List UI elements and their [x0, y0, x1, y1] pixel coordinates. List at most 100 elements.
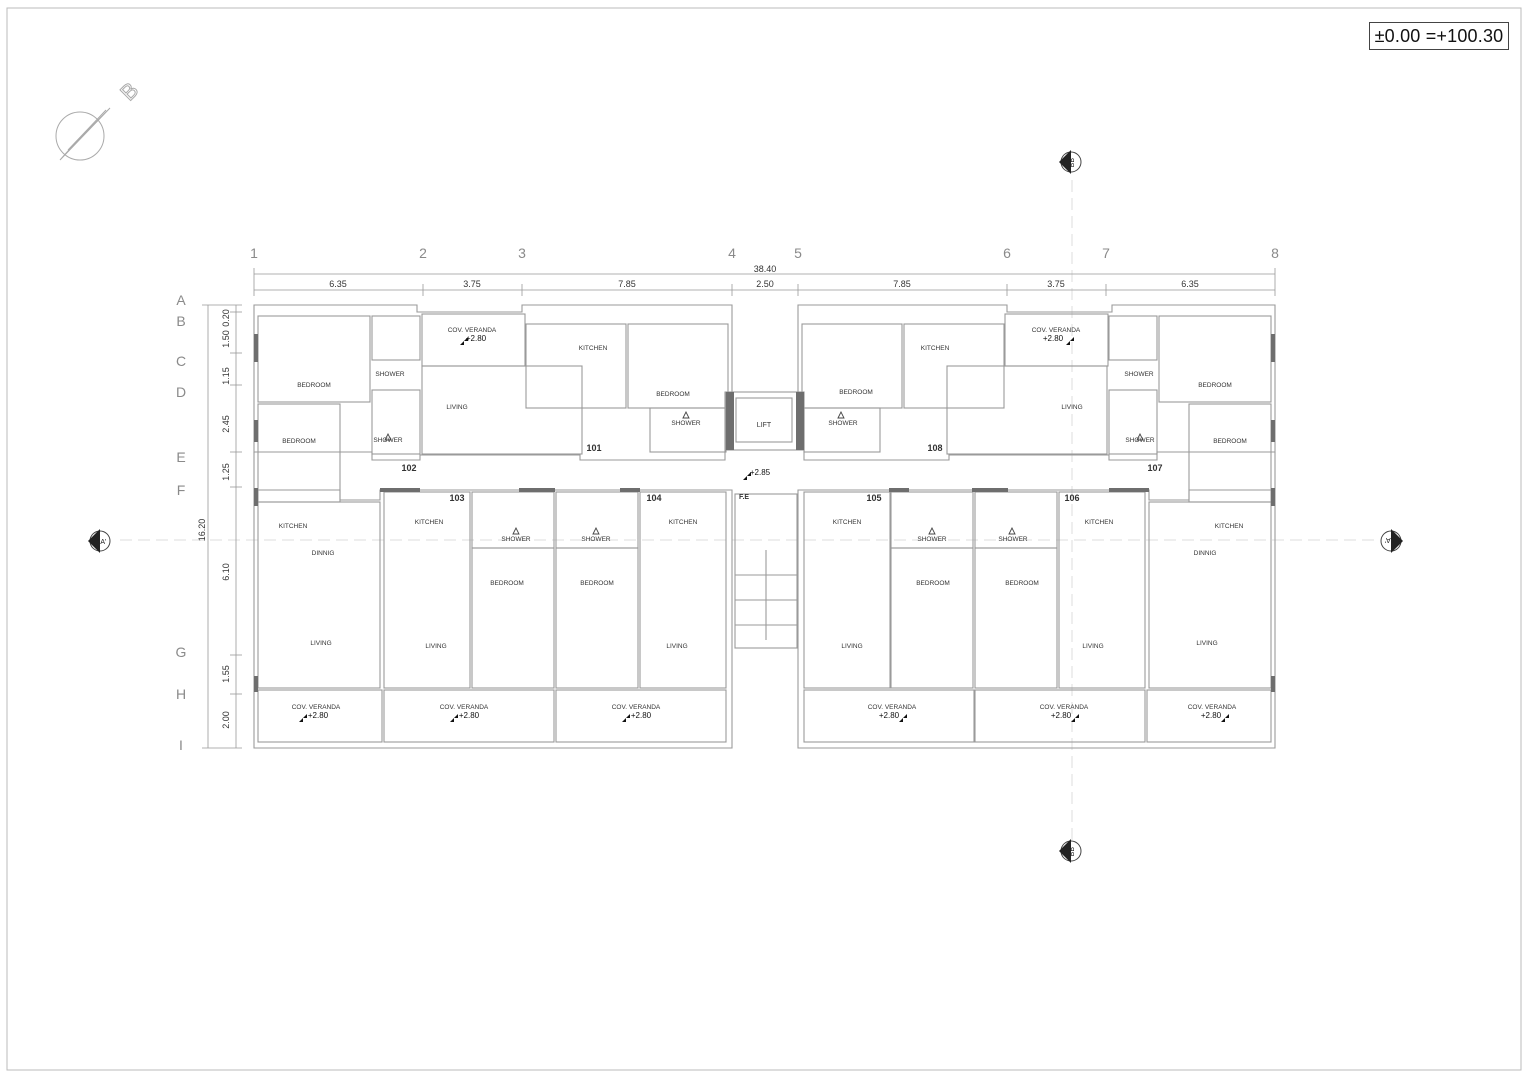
axis-row-c: C [176, 353, 186, 369]
room-label-shower-106: SHOWER [998, 536, 1028, 543]
core-level-label: +2.85 [750, 468, 771, 477]
dim-overall-width: 38.40 [754, 264, 777, 274]
room-label-bedroom-b: BEDROOM [282, 438, 316, 445]
room-label-living-106: LIVING [1082, 643, 1103, 650]
room-label-living-105: LIVING [841, 643, 862, 650]
core-labels: LIFT F.E +2.85 [739, 422, 772, 501]
room-label-living-104: LIVING [666, 643, 687, 650]
unit-107: 107 [1147, 463, 1162, 473]
room-label-shower-a: SHOWER [375, 371, 405, 378]
room-label-bedroom-a: BEDROOM [297, 382, 331, 389]
unit-103: 103 [449, 493, 464, 503]
axis-col-2: 2 [419, 245, 427, 261]
room-label-shower-105: SHOWER [917, 536, 947, 543]
room-label-veranda-104: COV. VERANDA [612, 704, 661, 711]
room-level-veranda-106: +2.80 [1051, 711, 1072, 720]
room-label-bedroom-103: BEDROOM [490, 580, 524, 587]
room-level-veranda-108: +2.80 [1043, 334, 1064, 343]
section-marker-aa-left: AA' [88, 529, 111, 553]
room-level-veranda-101: +2.80 [466, 334, 487, 343]
room-label-shower-108: SHOWER [828, 420, 858, 427]
room-label-bedroom-108: BEDROOM [839, 389, 873, 396]
axis-row-d: D [176, 384, 186, 400]
section-marker-aa-right: AA' [1380, 529, 1403, 553]
room-labels: COV. VERANDA +2.80 BEDROOM SHOWER BEDROO… [279, 327, 1247, 720]
room-label-bedroom-c: BEDROOM [1198, 382, 1232, 389]
shower-drain-icons [384, 410, 1144, 535]
section-label-bb-top: BB' [1069, 157, 1076, 168]
thick-walls [254, 334, 1275, 692]
room-label-living-108: LIVING [1061, 404, 1082, 411]
axis-col-3: 3 [518, 245, 526, 261]
dim-row-span-5: 1.25 [221, 463, 231, 481]
axis-col-6: 6 [1003, 245, 1011, 261]
unit-105: 105 [866, 493, 881, 503]
unit-106: 106 [1064, 493, 1079, 503]
unit-104: 104 [646, 493, 661, 503]
axis-col-4: 4 [728, 245, 736, 261]
room-label-living-103: LIVING [425, 643, 446, 650]
top-dimension-lines [253, 268, 1276, 296]
room-label-shower-101: SHOWER [671, 420, 701, 427]
axis-row-i: I [179, 737, 183, 753]
room-label-kitchen-104: KITCHEN [669, 519, 698, 526]
room-label-kitchen-108: KITCHEN [921, 345, 950, 352]
room-label-kitchen-101: KITCHEN [579, 345, 608, 352]
room-label-living-107: LIVING [1196, 640, 1217, 647]
axis-row-h: H [176, 686, 186, 702]
column-axis-labels: 1 2 3 4 5 6 7 8 [250, 245, 1279, 261]
row-axis-labels: A B C D E F G H I [176, 292, 187, 753]
room-label-dinnig-107: DINNIG [1194, 550, 1217, 557]
unit-108: 108 [927, 443, 942, 453]
axis-col-8: 8 [1271, 245, 1279, 261]
room-label-kitchen-105: KITCHEN [833, 519, 862, 526]
left-dimension-lines [202, 304, 242, 749]
dim-row-span-8: 2.00 [221, 711, 231, 729]
room-level-veranda-103: +2.80 [459, 711, 480, 720]
section-marker-bb-top: BB' [1059, 150, 1082, 174]
room-level-veranda-104: +2.80 [631, 711, 652, 720]
section-label-aa-right: AA' [1385, 536, 1396, 543]
room-label-veranda-105: COV. VERANDA [868, 704, 917, 711]
axis-col-1: 1 [250, 245, 258, 261]
left-dimension-text: 16.20 0.20 1.50 1.15 2.45 1.25 6.10 1.55… [197, 309, 231, 729]
room-label-living-101: LIVING [446, 404, 467, 411]
room-label-bedroom-105: BEDROOM [916, 580, 950, 587]
room-label-kitchen-102: KITCHEN [279, 523, 308, 530]
room-label-shower-d: SHOWER [1125, 437, 1155, 444]
room-label-veranda-102: COV. VERANDA [292, 704, 341, 711]
dim-row-span-2: 1.50 [221, 330, 231, 348]
axis-row-e: E [176, 449, 185, 465]
dim-row-span-1: 0.20 [221, 309, 231, 327]
dim-col-span-5: 7.85 [893, 279, 911, 289]
room-label-shower-104: SHOWER [581, 536, 611, 543]
fe-label: F.E [739, 494, 749, 501]
room-label-bedroom-d: BEDROOM [1213, 438, 1247, 445]
elevation-reference-note: ±0.00 =+100.30 [1369, 22, 1509, 50]
axis-col-5: 5 [794, 245, 802, 261]
room-label-veranda-107: COV. VERANDA [1188, 704, 1237, 711]
unit-101: 101 [586, 443, 601, 453]
room-label-bedroom-101: BEDROOM [656, 391, 690, 398]
room-label-kitchen-107: KITCHEN [1215, 523, 1244, 530]
room-label-bedroom-104: BEDROOM [580, 580, 614, 587]
dim-row-span-7: 1.55 [221, 665, 231, 683]
room-label-kitchen-103: KITCHEN [415, 519, 444, 526]
unit-102: 102 [401, 463, 416, 473]
section-label-aa-left: AA' [96, 539, 107, 546]
sheet-border [6, 7, 1522, 1071]
dim-col-span-7: 6.35 [1181, 279, 1199, 289]
room-label-veranda-103: COV. VERANDA [440, 704, 489, 711]
building-walls [253, 304, 1276, 749]
dim-col-span-1: 6.35 [329, 279, 347, 289]
dim-row-span-6: 6.10 [221, 563, 231, 581]
room-label-veranda-101: COV. VERANDA [448, 327, 497, 334]
dim-row-span-3: 1.15 [221, 367, 231, 385]
dim-col-span-3: 7.85 [618, 279, 636, 289]
room-label-veranda-108: COV. VERANDA [1032, 327, 1081, 334]
level-marker-icons [299, 337, 1229, 722]
room-label-shower-103: SHOWER [501, 536, 531, 543]
dim-col-span-2: 3.75 [463, 279, 481, 289]
room-level-veranda-107: +2.80 [1201, 711, 1222, 720]
